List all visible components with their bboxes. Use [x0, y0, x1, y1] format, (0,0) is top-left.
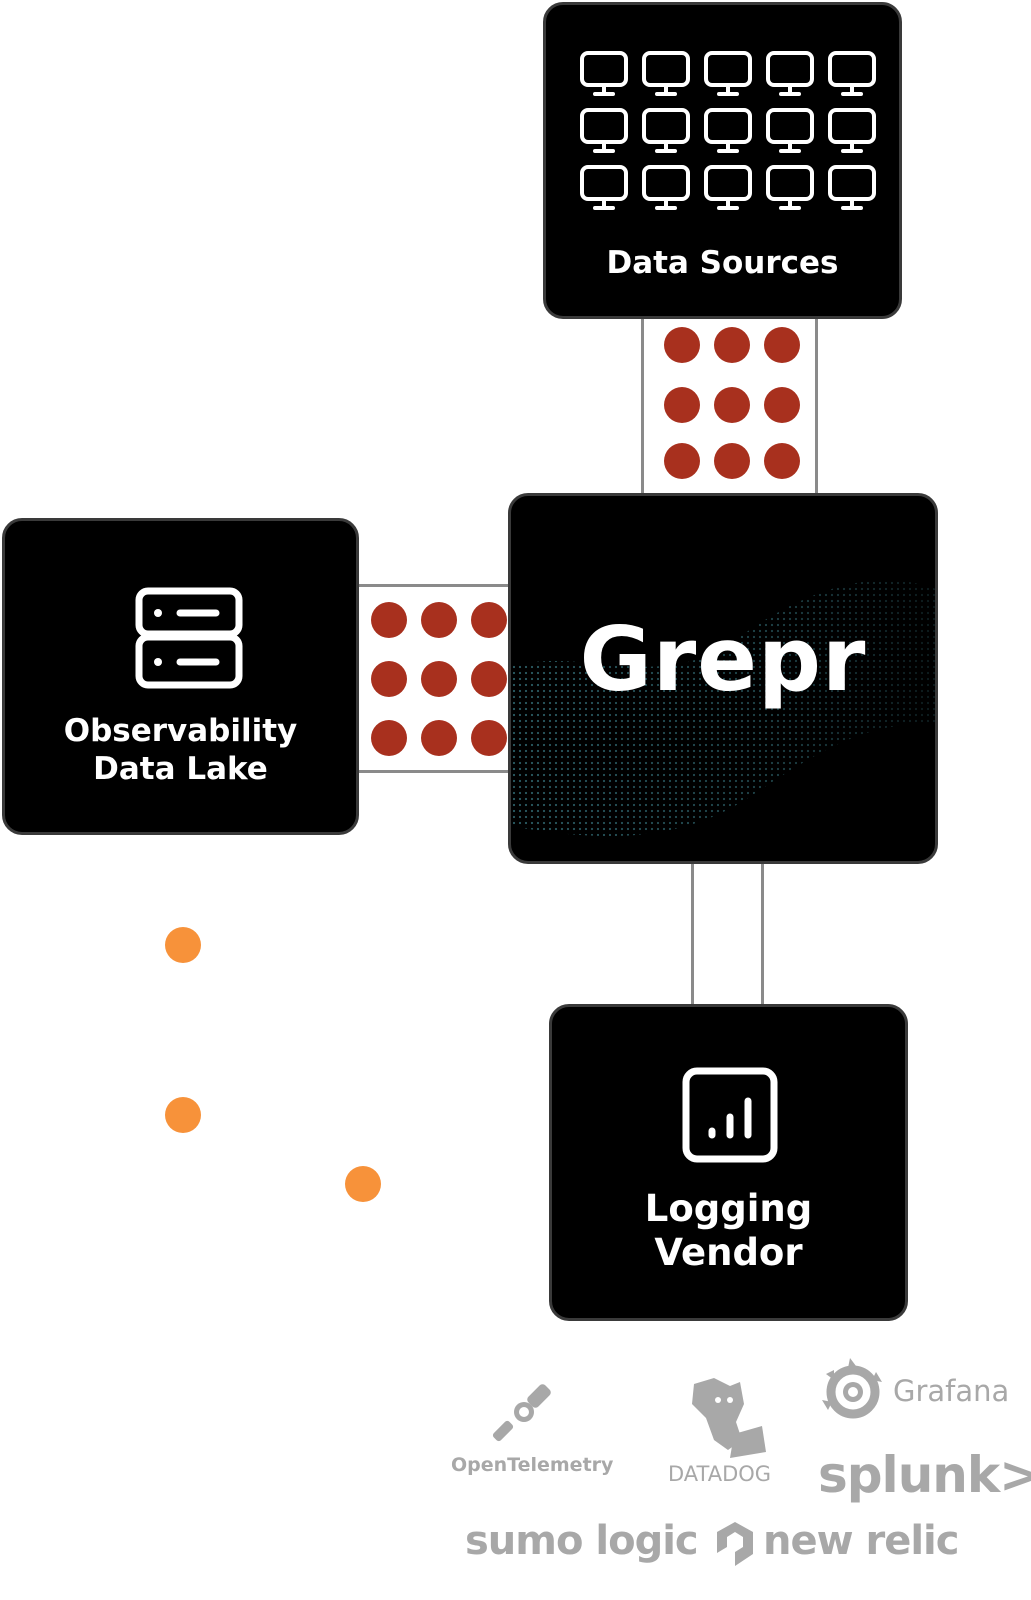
datadog-icon	[692, 1378, 766, 1458]
grepr-node: Grepr	[508, 493, 938, 864]
data-dot	[764, 387, 800, 423]
opentelemetry-logo: OpenTelemetry	[451, 1454, 614, 1476]
monitor-grid-icon	[580, 51, 876, 210]
new-relic-logo: new relic	[763, 1518, 959, 1564]
grepr-logo: Grepr	[579, 608, 867, 711]
data-dot	[371, 720, 407, 756]
opentelemetry-icon	[492, 1384, 551, 1442]
data-dot	[471, 602, 507, 638]
data-dot	[371, 661, 407, 697]
data-dot	[421, 661, 457, 697]
splunk-logo: splunk>	[818, 1446, 1031, 1504]
logging-vendor-label-line2: Vendor	[654, 1231, 803, 1274]
data-dot	[421, 720, 457, 756]
logging-vendor-node: Logging Vendor	[549, 1004, 908, 1321]
orange-dot	[345, 1166, 381, 1202]
data-dot	[714, 327, 750, 363]
data-dot	[664, 387, 700, 423]
data-dot	[714, 443, 750, 479]
data-lake-label-line1: Observability	[63, 713, 298, 749]
grafana-icon	[822, 1358, 882, 1419]
data-dot	[664, 327, 700, 363]
bar-chart-icon	[682, 1067, 778, 1163]
data-dot	[471, 661, 507, 697]
orange-dot	[165, 927, 201, 963]
data-dot	[421, 602, 457, 638]
data-sources-node: Data Sources	[543, 2, 902, 319]
data-dot	[471, 720, 507, 756]
data-dot	[764, 327, 800, 363]
data-dot	[714, 387, 750, 423]
grafana-logo: Grafana	[893, 1374, 1010, 1408]
new-relic-icon	[717, 1522, 753, 1566]
data-sources-label: Data Sources	[606, 245, 839, 281]
datadog-logo: DATADOG	[668, 1462, 772, 1486]
data-dot	[371, 602, 407, 638]
data-lake-label-line2: Data Lake	[93, 751, 268, 787]
sumo-logic-logo: sumo logic	[465, 1518, 699, 1564]
orange-dot	[165, 1097, 201, 1133]
data-dot	[664, 443, 700, 479]
data-lake-node: Observability Data Lake	[2, 518, 359, 835]
grepr-wave-background	[511, 496, 935, 861]
database-stack-icon	[135, 587, 243, 689]
data-dot	[764, 443, 800, 479]
logging-vendor-label-line1: Logging	[644, 1187, 813, 1230]
